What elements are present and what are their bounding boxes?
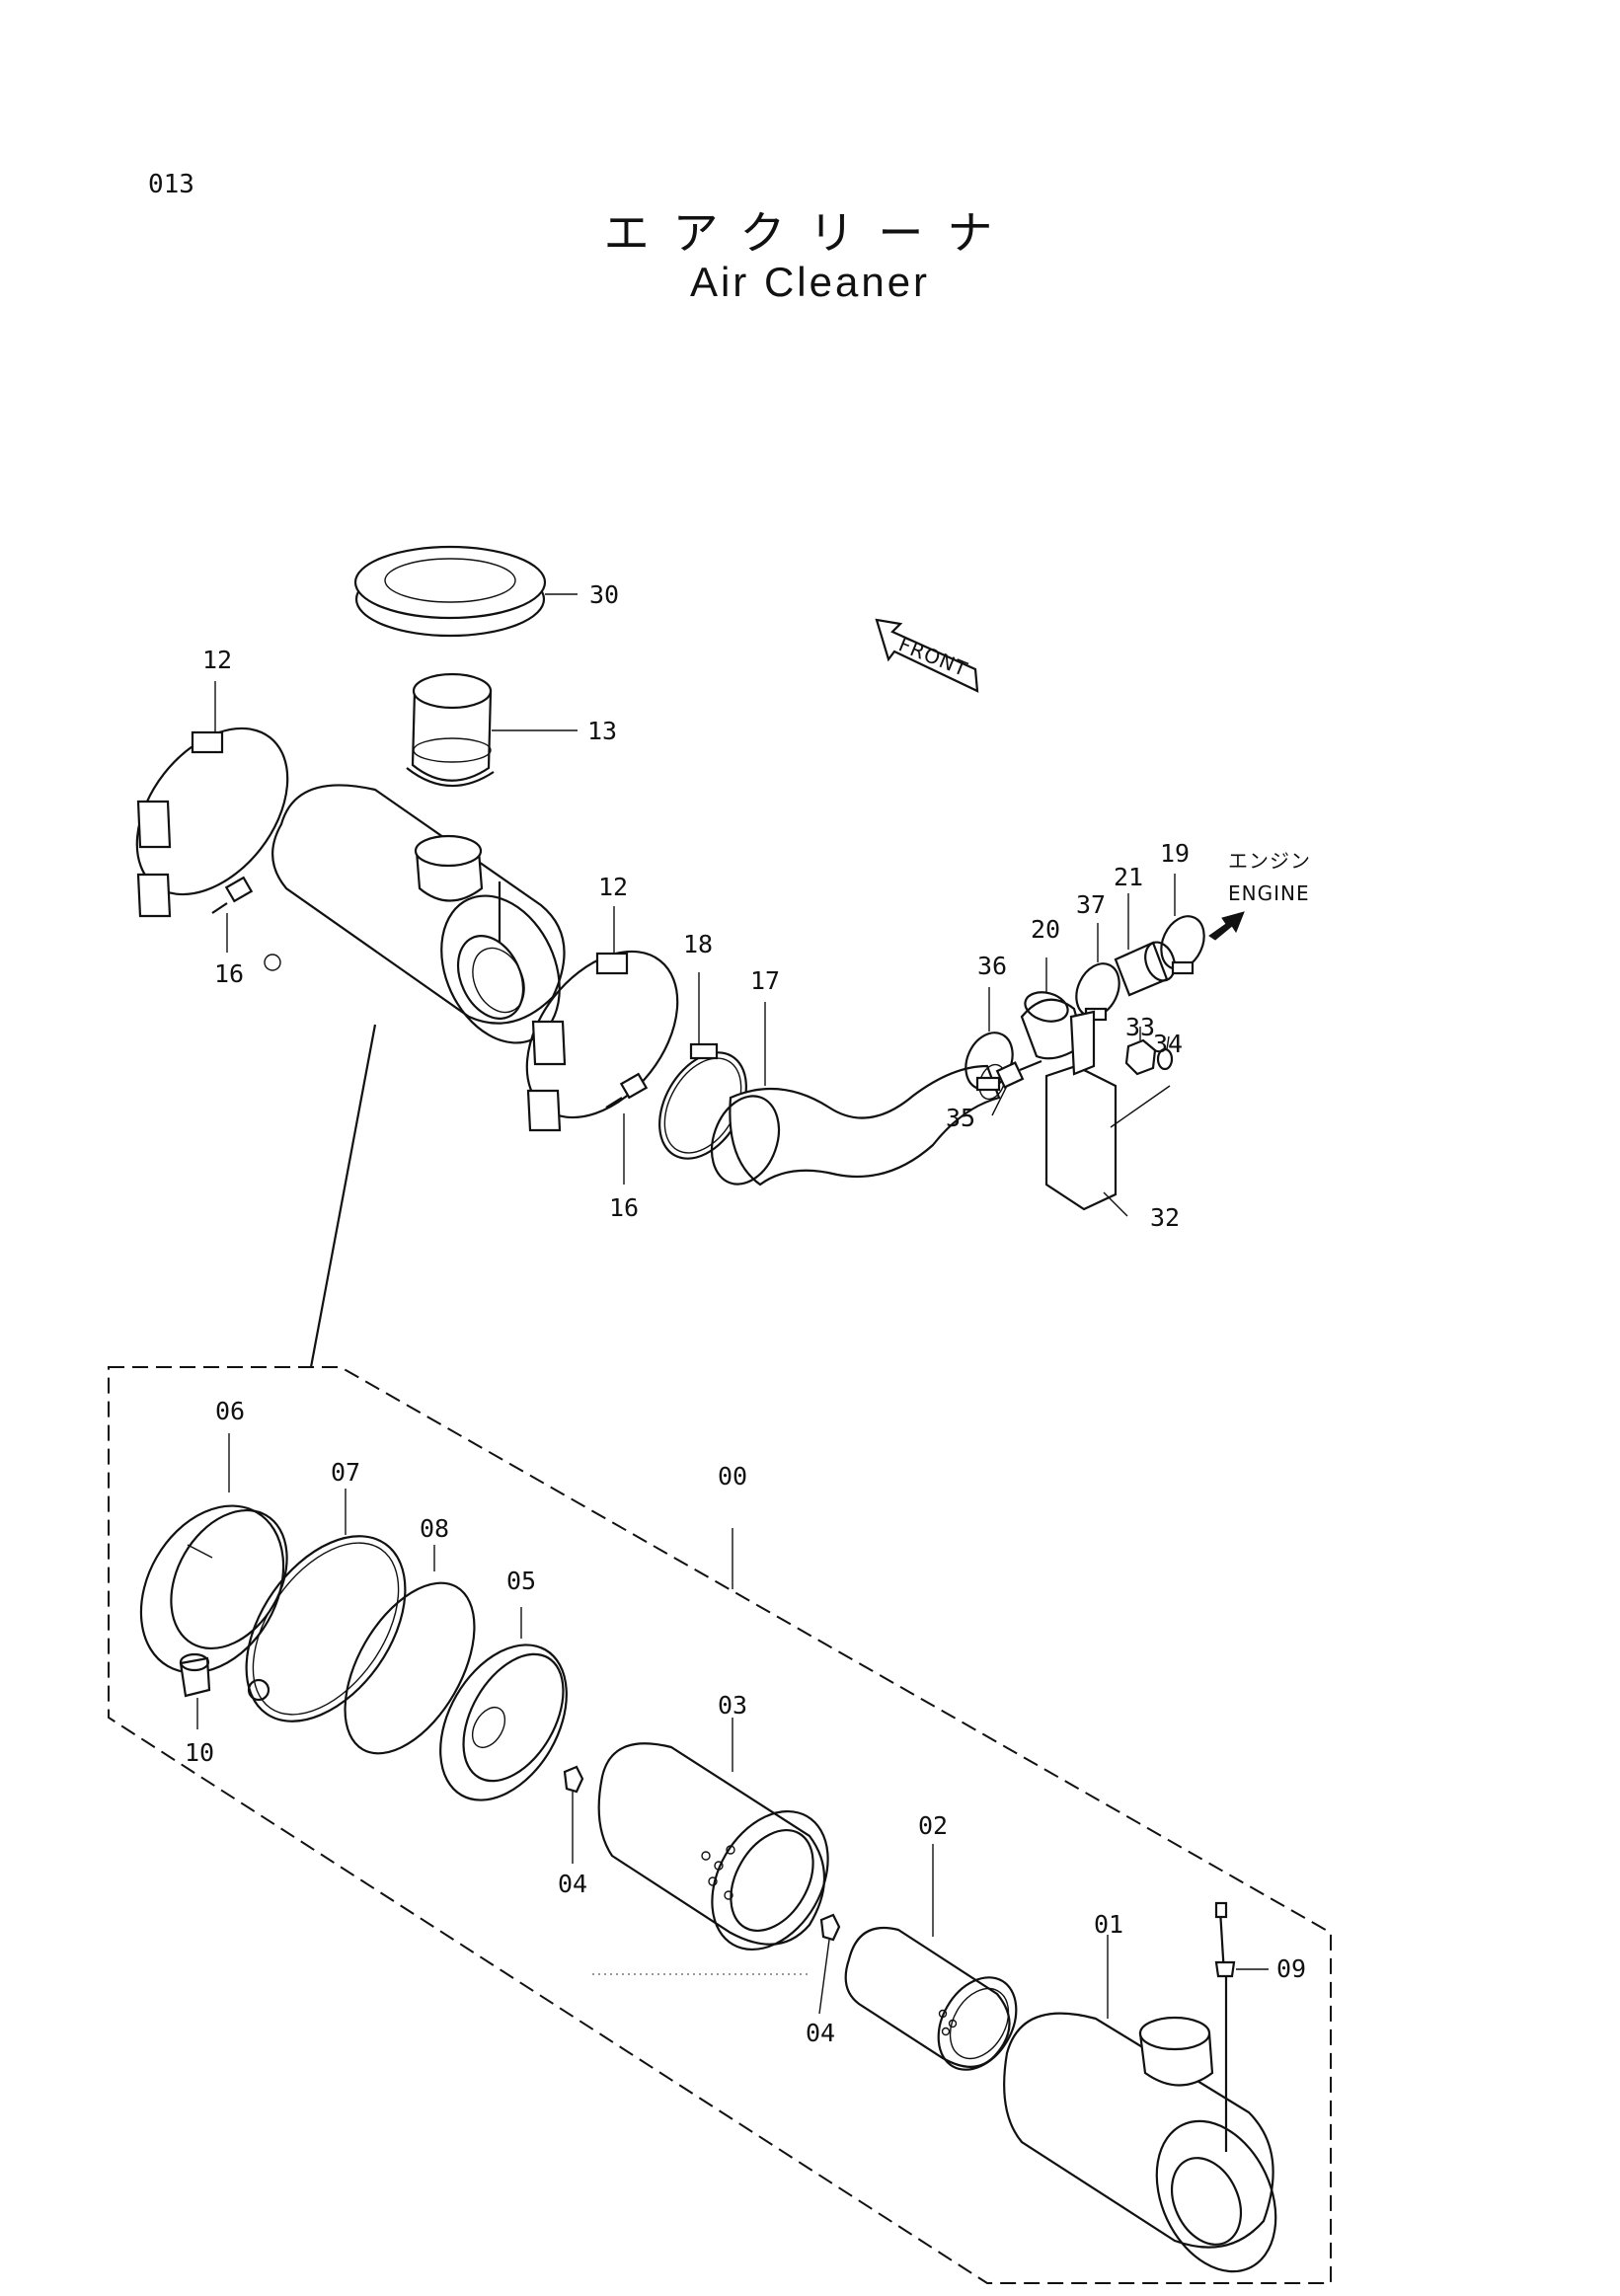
part-17-intake-hose: [710, 1002, 1006, 1186]
part-16-bolt-left: [211, 876, 254, 953]
callout-04-a: 04: [558, 1870, 587, 1898]
part-35-bolt: [991, 1059, 1042, 1116]
part-12-mounting-band-left: [135, 681, 289, 918]
callout-17: 17: [750, 966, 780, 995]
kit-00-boundary: [108, 1366, 1332, 2284]
callout-13: 13: [587, 717, 617, 745]
callout-37: 37: [1076, 890, 1106, 919]
part-10-vacuator-valve: [179, 1652, 211, 1729]
part-37-hose-clamp: [1075, 923, 1120, 1022]
callout-02: 02: [918, 1811, 948, 1840]
callout-12-right: 12: [598, 873, 628, 901]
callout-20: 20: [1031, 915, 1060, 944]
part-04-wing-nut-a: [563, 1765, 584, 1864]
part-09-service-indicator: [1214, 1901, 1269, 2152]
part-13-inlet-tube: [406, 672, 578, 788]
page-number: 013: [148, 170, 194, 199]
part-06-dust-cap: [139, 1433, 288, 1674]
callout-01: 01: [1094, 1910, 1123, 1939]
callout-09: 09: [1276, 1954, 1306, 1983]
title-japanese: エアクリーナ: [603, 206, 1017, 260]
callout-30: 30: [589, 580, 619, 609]
callout-18: 18: [683, 930, 713, 958]
callout-21: 21: [1114, 863, 1143, 891]
part-04-wing-nut-b: [818, 1913, 841, 2015]
front-label: FRONT: [895, 632, 971, 681]
callout-06: 06: [215, 1397, 245, 1425]
part-33-nut: [1124, 1027, 1157, 1076]
callout-19: 19: [1160, 839, 1190, 868]
callout-10: 10: [185, 1738, 214, 1767]
air-cleaner-body: [264, 784, 566, 1368]
callout-04-b: 04: [806, 2019, 835, 2047]
callout-33: 33: [1125, 1013, 1155, 1041]
part-01-air-cleaner-housing: [1003, 1935, 1277, 2273]
callout-34: 34: [1153, 1030, 1183, 1058]
part-21-rubber-sleeve: [1114, 893, 1176, 997]
callout-05: 05: [506, 1567, 536, 1595]
part-07-clamp-ring: [245, 1489, 407, 1722]
part-19-hose-clamp: [1160, 874, 1205, 975]
callout-16-left: 16: [214, 959, 244, 988]
part-05-cover: [439, 1607, 568, 1801]
part-08-gasket: [344, 1545, 476, 1755]
callout-00: 00: [718, 1462, 747, 1491]
callout-12-left: 12: [202, 646, 232, 674]
part-30-rain-cap: [353, 545, 578, 638]
engine-label-en: ENGINE: [1228, 881, 1310, 905]
part-12-mounting-band-right: [525, 906, 679, 1132]
callout-32: 32: [1150, 1203, 1180, 1232]
callout-07: 07: [331, 1458, 360, 1487]
front-direction-arrow: FRONT: [875, 618, 979, 693]
engine-direction-arrow: [1208, 911, 1245, 941]
part-34-washer: [1156, 1035, 1174, 1071]
title-english: Air Cleaner: [689, 259, 931, 305]
part-32-bracket: [1044, 1010, 1171, 1217]
part-03-outer-filter-element: [597, 1718, 829, 1952]
callout-16-right: 16: [609, 1193, 639, 1222]
part-16-bolt-right: [605, 1072, 649, 1185]
callout-08: 08: [420, 1514, 449, 1543]
callout-35: 35: [946, 1104, 975, 1132]
engine-label-jp: エンジン: [1228, 849, 1311, 873]
callout-03: 03: [718, 1691, 747, 1720]
part-02-inner-filter-element: [844, 1844, 1018, 2071]
callout-36: 36: [977, 952, 1007, 980]
